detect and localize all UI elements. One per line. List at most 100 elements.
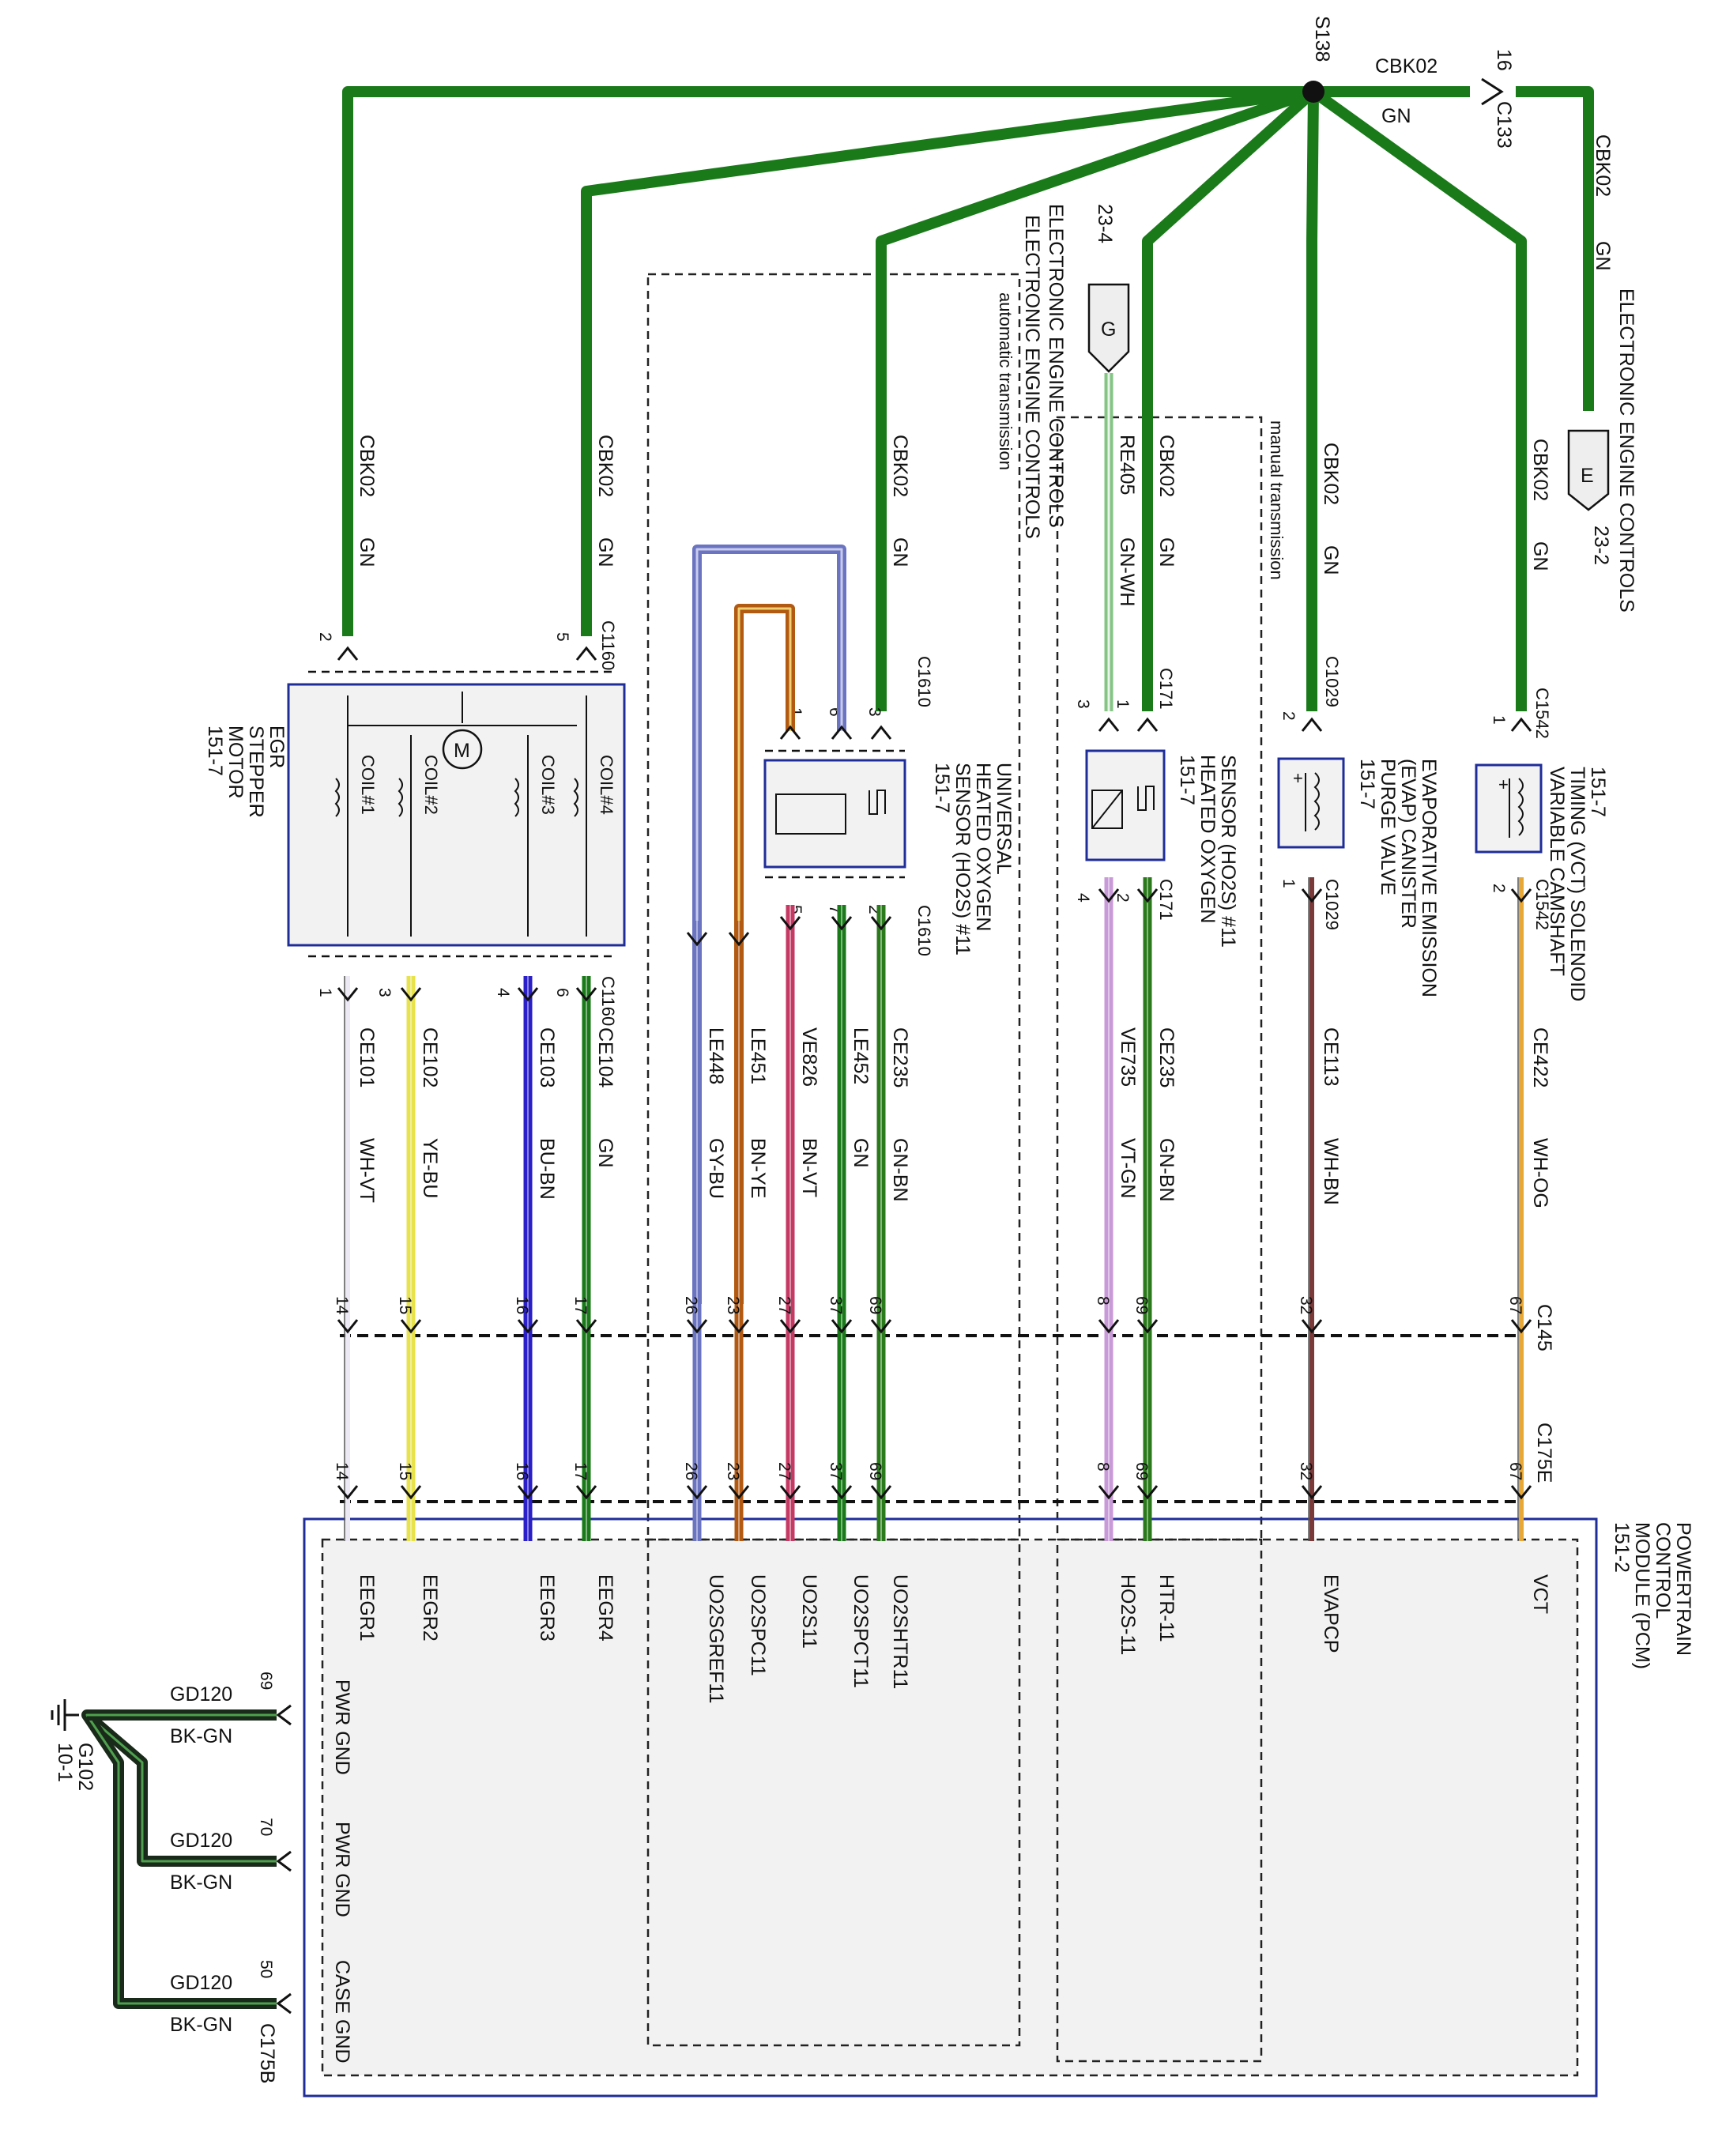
wire-chevron [400,1319,422,1334]
svg-text:6: 6 [553,988,571,997]
wire-circuit-label: CE422 [1529,1027,1551,1087]
wire-color-label: WH-BN [1320,1138,1342,1205]
svg-text:PURGE VALVE: PURGE VALVE [1377,759,1399,895]
svg-text:C1610: C1610 [914,656,934,707]
svg-text:CBK02: CBK02 [889,435,911,497]
signal-wires [337,877,1532,1541]
wire-chevron [337,1319,359,1334]
svg-text:C133: C133 [1493,101,1515,149]
svg-text:2: 2 [1279,711,1298,721]
wire-chevron [1510,888,1532,903]
svg-text:BK-GN: BK-GN [170,1871,232,1894]
wire-color-label: WH-OG [1529,1138,1551,1208]
ground-chevrons [276,1704,292,2015]
svg-text:MOTOR: MOTOR [224,726,247,799]
splice-feed-wires [342,86,1594,711]
svg-text:3: 3 [865,707,884,717]
ground-wires [81,1709,277,2009]
svg-text:MODULE (PCM): MODULE (PCM) [1631,1522,1653,1669]
auto-region-title: ELECTRONIC ENGINE CONTROLS [1021,215,1043,539]
wire-color-label: GY-BU [705,1138,727,1199]
svg-text:STEPPER: STEPPER [245,726,267,818]
svg-text:23-4: 23-4 [1094,204,1116,243]
svg-text:151-7: 151-7 [931,763,953,813]
splice-s138-label: S138 [1311,16,1333,62]
wire-chevron [686,1319,708,1334]
wire-color-label: WH-VT [356,1138,378,1203]
svg-text:70: 70 [257,1818,275,1836]
wire-pin-c145: 16 [513,1296,531,1314]
svg-text:1: 1 [1279,879,1298,888]
vct-solenoid: + VARIABLE CAMSHAFT TIMING (VCT) SOLENOI… [1475,688,1609,1001]
wire-chevron [1301,888,1323,903]
svg-text:ELECTRONIC ENGINE CONTROLS: ELECTRONIC ENGINE CONTROLS [1045,204,1067,528]
svg-text:5: 5 [553,632,571,642]
wire-pin-c175e: 67 [1506,1462,1524,1480]
svg-text:23-2: 23-2 [1590,526,1612,565]
wire-circuit-label: CE113 [1320,1027,1342,1087]
wire-chevron [831,1319,853,1334]
svg-text:GD120: GD120 [170,1830,232,1852]
wire-pin-c175e: 32 [1297,1462,1315,1480]
svg-text:SENSOR (HO2S) #11: SENSOR (HO2S) #11 [1217,755,1239,948]
wire-chevron [575,1319,597,1334]
pcm-title: POWERTRAIN CONTROL MODULE (PCM) 151-2 [1611,1522,1694,1669]
wire-pin-c175e: 23 [724,1462,742,1480]
svg-text:69: 69 [257,1672,275,1690]
wire-chevron [517,1319,539,1334]
svg-text:CONTROL: CONTROL [1652,1522,1674,1619]
wire-circuit-label: CE101 [356,1027,378,1087]
svg-text:6: 6 [826,707,844,717]
ground-ref-label: 10-1 [54,1743,76,1782]
wire-color-label: YE-BU [419,1138,441,1198]
svg-text:50: 50 [257,1960,275,1978]
ece-ground-labels: CBK02 GN [1592,134,1614,271]
svg-text:(EVAP) CANISTER: (EVAP) CANISTER [1397,759,1419,929]
svg-text:1: 1 [316,988,334,997]
manual-region-pcm-overlay [1056,1538,1263,2063]
svg-text:ELECTRONIC ENGINE CONTROLS: ELECTRONIC ENGINE CONTROLS [1615,288,1637,612]
wire-chevron [870,1319,892,1334]
wire-circuit-label: LE452 [850,1027,872,1084]
svg-text:4: 4 [1074,893,1092,903]
egr-stepper-motor: M COIL#4 COIL#3 COIL#2 COIL#1 EGR STEPPE… [204,620,626,1026]
svg-text:+: + [1498,775,1509,794]
wire-pin-c145: 8 [1094,1296,1112,1306]
svg-text:GN: GN [1529,541,1551,571]
wire-pin-c145: 26 [682,1296,700,1314]
wire-pin-c145: 27 [775,1296,793,1314]
svg-text:16: 16 [1493,49,1515,71]
connector-c175e-label: C175E [1533,1423,1555,1483]
svg-text:1: 1 [1113,699,1132,709]
auto-region-pcm-overlay [646,1538,1021,2047]
input-connector-chevrons [337,646,1532,740]
wire-color-label: GN [850,1138,872,1168]
connector-c133: 16 C133 [1470,49,1516,149]
wire-color-label: GN [594,1138,616,1168]
connector-c145-label: C145 [1533,1304,1555,1351]
svg-text:EVAPORATIVE EMISSION: EVAPORATIVE EMISSION [1418,759,1440,997]
auto-region-subtitle: automatic transmission [996,292,1015,470]
svg-text:VARIABLE CAMSHAFT: VARIABLE CAMSHAFT [1546,767,1568,976]
svg-text:151-7: 151-7 [1356,759,1378,809]
wire-pin-c145: 17 [571,1296,590,1314]
svg-text:C175B: C175B [256,2023,278,2083]
wire-chevron [870,916,892,931]
wire-pin-c145: 32 [1297,1296,1315,1314]
svg-text:151-7: 151-7 [204,726,226,776]
svg-text:CBK02: CBK02 [594,435,616,497]
wire-chevron [831,916,853,931]
pcm-pin-label: UO2SHTR11 [889,1574,911,1689]
svg-text:HEATED OXYGEN: HEATED OXYGEN [972,763,994,931]
wire-chevron [575,1485,597,1500]
wire-chevron [1136,888,1159,903]
svg-text:1: 1 [1490,715,1508,725]
svg-text:C171: C171 [1156,668,1176,710]
wire-pin-c145: 69 [866,1296,884,1314]
svg-text:COIL#4: COIL#4 [597,755,616,815]
svg-text:PWR GND: PWR GND [331,1822,353,1917]
universal-ho2s-sensor: UNIVERSAL HEATED OXYGEN SENSOR (HO2S) #1… [763,656,1015,956]
wire-color-label: BN-YE [747,1138,769,1198]
wire-pin-c145: 14 [333,1296,351,1315]
splice-color-label: GN [1381,105,1411,127]
